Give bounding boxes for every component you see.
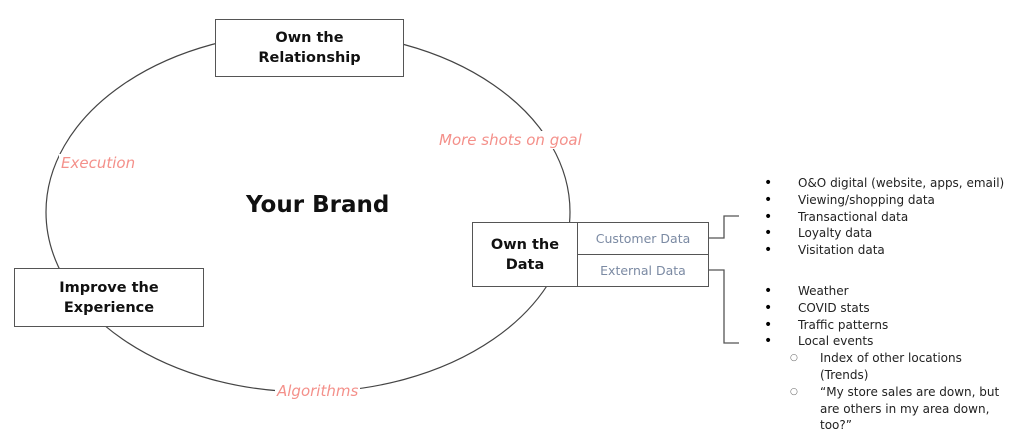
label-more-shots-on-goal: More shots on goal bbox=[437, 131, 584, 149]
customer-data-box: Customer Data bbox=[577, 222, 709, 255]
node-data-line1: Own the bbox=[490, 236, 560, 253]
external-data-item: COVID stats bbox=[744, 300, 1000, 317]
customer-bracket bbox=[709, 215, 739, 239]
center-label-your-brand: Your Brand bbox=[246, 192, 390, 218]
customer-data-list: O&O digital (website, apps, email) Viewi… bbox=[744, 175, 1004, 259]
node-own-the-relationship: Own the Relationship bbox=[215, 19, 404, 77]
label-algorithms: Algorithms bbox=[275, 382, 361, 400]
node-improve-the-experience: Improve the Experience bbox=[14, 268, 204, 327]
node-relationship-line1: Own the bbox=[275, 30, 344, 46]
customer-data-item: Transactional data bbox=[744, 209, 1004, 226]
external-data-list: Weather COVID stats Traffic patterns Loc… bbox=[744, 283, 1000, 434]
external-data-subitem: Index of other locations (Trends) bbox=[744, 350, 1000, 384]
external-data-item: Weather bbox=[744, 283, 1000, 300]
external-data-item: Local events bbox=[744, 333, 1000, 350]
customer-data-item: O&O digital (website, apps, email) bbox=[744, 175, 1004, 192]
external-data-box: External Data bbox=[577, 254, 709, 287]
external-data-item: Traffic patterns bbox=[744, 317, 1000, 334]
customer-data-item: Loyalty data bbox=[744, 225, 1004, 242]
external-data-subitem: “My store sales are down, but are others… bbox=[744, 384, 1000, 434]
node-data-line2: Data bbox=[505, 256, 545, 273]
node-experience-line2: Experience bbox=[63, 299, 155, 316]
customer-data-item: Viewing/shopping data bbox=[744, 192, 1004, 209]
node-experience-line1: Improve the bbox=[59, 279, 159, 296]
node-own-the-data: Own the Data bbox=[472, 222, 578, 287]
label-execution: Execution bbox=[59, 154, 138, 172]
external-bracket bbox=[709, 269, 739, 344]
customer-data-item: Visitation data bbox=[744, 242, 1004, 259]
node-relationship-line2: Relationship bbox=[258, 50, 361, 66]
